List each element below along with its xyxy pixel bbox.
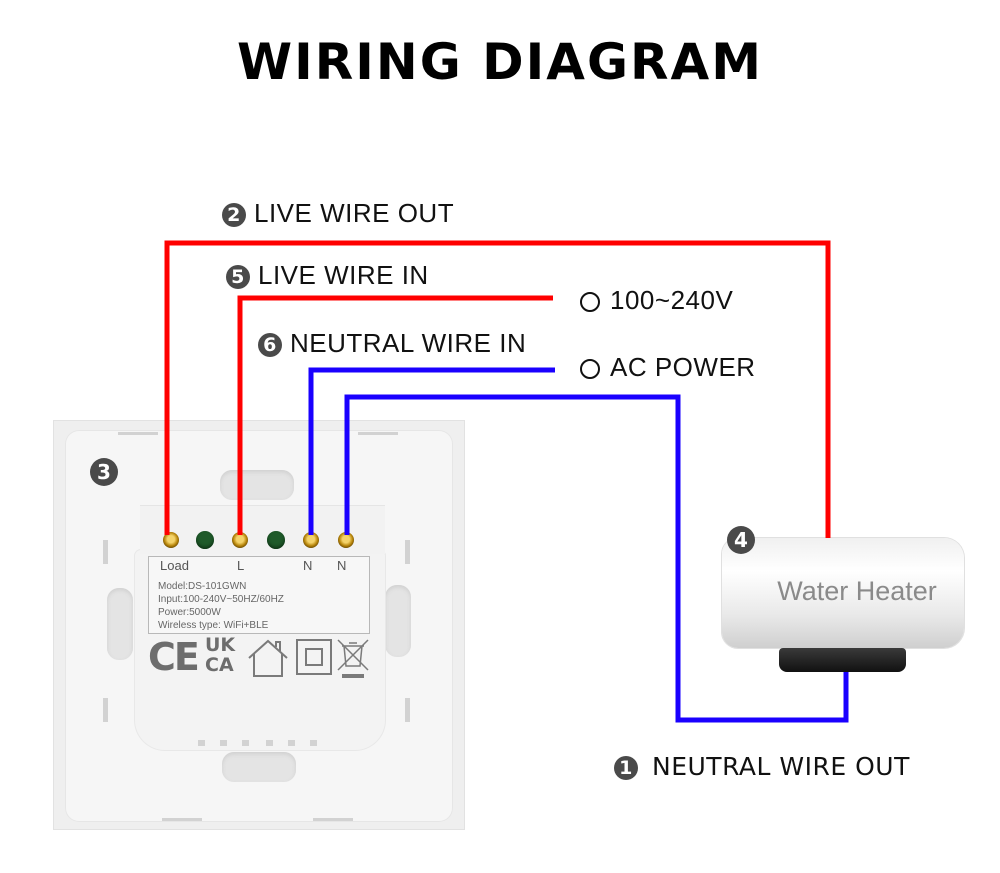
switch-number-badge: 3: [90, 458, 126, 486]
water-heater-control-panel: [779, 648, 906, 672]
ce-mark-icon: CE: [148, 635, 200, 679]
terminal-screw-load: [163, 532, 179, 548]
label-text: 4: [727, 526, 755, 554]
ukca-mark-bottom: CA: [205, 654, 234, 676]
vent: [220, 740, 227, 746]
panel-tick: [405, 698, 410, 722]
indoor-use-house-icon: [248, 639, 288, 677]
label-text: LIVE WIRE IN: [258, 260, 429, 290]
spec-input: Input:100-240V~50HZ/60HZ: [158, 594, 284, 605]
terminal-screw-n2: [338, 532, 354, 548]
terminal-circle-icon: [580, 359, 600, 380]
label-neutral-wire-in: 6 NEUTRAL WIRE IN: [258, 328, 526, 358]
terminal-label-n1: N: [303, 558, 313, 573]
ukca-mark-top: UK: [205, 634, 236, 656]
mounting-slot-right: [385, 585, 411, 657]
mounting-slot-left: [107, 588, 133, 660]
label-text: 100~240V: [610, 285, 734, 315]
spec-power: Power:5000W: [158, 607, 221, 618]
label-ac-power: AC POWER: [580, 352, 756, 382]
number-badge: 6: [258, 333, 282, 358]
diagram-title: WIRING DIAGRAM: [237, 33, 763, 91]
panel-tick: [103, 540, 108, 564]
vent: [310, 740, 317, 746]
weee-bin-icon: [337, 639, 369, 678]
vent: [288, 740, 295, 746]
terminal-screw-n1: [303, 532, 319, 548]
label-text: LIVE WIRE OUT: [254, 198, 455, 228]
label-neutral-wire-out: 1 NEUTRAL WIRE OUT: [614, 752, 910, 782]
spec-wireless: Wireless type: WiFi+BLE: [158, 620, 269, 631]
vent: [266, 740, 273, 746]
water-heater: [722, 538, 964, 648]
live-wire-out: [164, 240, 831, 538]
label-text: NEUTRAL WIRE IN: [290, 328, 527, 358]
double-insulation-icon: [296, 639, 332, 675]
label-voltage: 100~240V: [580, 285, 733, 315]
panel-notch: [162, 818, 202, 821]
neutral-wire-in: [308, 367, 555, 535]
vent: [198, 740, 205, 746]
vent: [242, 740, 249, 746]
panel-notch: [313, 818, 353, 821]
number-badge: 1: [614, 756, 638, 780]
live-wire-in: [237, 295, 553, 535]
mounting-slot-bottom: [222, 752, 296, 782]
terminal-label-l: L: [237, 558, 245, 573]
spec-label-box: [148, 556, 370, 634]
label-text: AC POWER: [610, 352, 756, 382]
water-heater-label: Water Heater: [777, 576, 937, 606]
terminal-label-n2: N: [337, 558, 347, 573]
indicator-led: [196, 531, 214, 549]
number-badge: 5: [226, 265, 250, 290]
terminal-screw-l: [232, 532, 248, 548]
heater-number-badge: 4: [727, 526, 763, 554]
label-text: NEUTRAL WIRE OUT: [652, 752, 910, 781]
terminal-circle-icon: [580, 292, 600, 313]
number-badge: 2: [222, 203, 246, 228]
neutral-wire-out: [344, 394, 849, 723]
spec-model: Model:DS-101GWN: [158, 581, 247, 592]
terminal-label-load: Load: [160, 558, 189, 573]
indicator-led: [267, 531, 285, 549]
panel-tick: [103, 698, 108, 722]
label-live-wire-out: 2 LIVE WIRE OUT: [222, 198, 454, 228]
label-text: 3: [90, 458, 118, 486]
panel-tick: [405, 540, 410, 564]
mounting-slot-top: [220, 470, 294, 500]
label-live-wire-in: 5 LIVE WIRE IN: [226, 260, 429, 290]
panel-notch: [118, 432, 158, 435]
panel-notch: [358, 432, 398, 435]
